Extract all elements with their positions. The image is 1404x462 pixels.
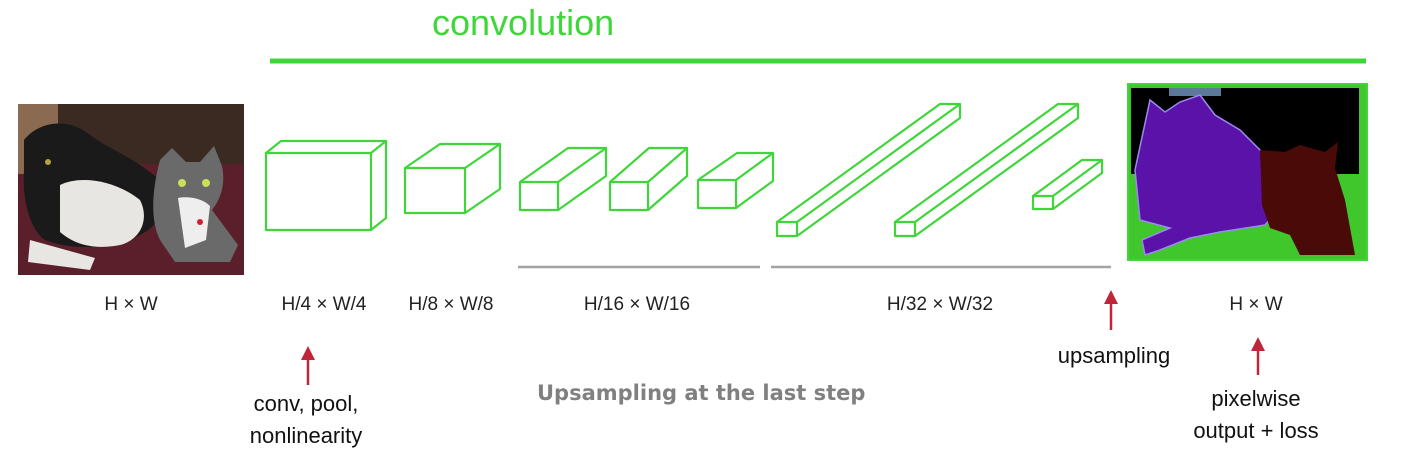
diagram-title: convolution [432, 2, 615, 43]
note-conv-line2: nonlinearity [249, 423, 363, 448]
note-conv-line1: conv, pool, [253, 391, 359, 416]
feature-volume-h4 [264, 139, 388, 232]
feature-volume-h32-c [1031, 158, 1104, 211]
label-h16-size: H/16 × W/16 [583, 294, 691, 315]
feature-volume-h16-b [608, 146, 689, 212]
label-h32-size: H/32 × W/32 [886, 294, 994, 315]
arrow-upsampling [1104, 290, 1118, 330]
note-pixelwise: pixelwise output + loss [1193, 383, 1318, 447]
feature-volume-h32-a [775, 102, 962, 238]
label-input-size: H × W [104, 294, 158, 315]
label-output-size: H × W [1229, 294, 1283, 315]
note-upsampling: upsampling [1057, 343, 1171, 368]
note-conv: conv, pool, nonlinearity [250, 388, 363, 452]
arrow-pixelwise [1251, 337, 1265, 375]
label-h8-size: H/8 × W/8 [408, 294, 494, 315]
caption: Upsampling at the last step [537, 381, 866, 405]
arrow-conv [301, 346, 315, 385]
feature-volume-h32-b [893, 102, 1080, 238]
feature-volume-h16-c [696, 151, 775, 210]
feature-volume-h16-a [518, 146, 608, 212]
note-pixelwise-line2: output + loss [1193, 418, 1319, 443]
input-photo [18, 104, 244, 275]
note-pixelwise-line1: pixelwise [1211, 386, 1301, 411]
label-h4-size: H/4 × W/4 [281, 294, 367, 315]
feature-volume-h8 [403, 142, 502, 215]
output-segmentation [1127, 83, 1368, 261]
